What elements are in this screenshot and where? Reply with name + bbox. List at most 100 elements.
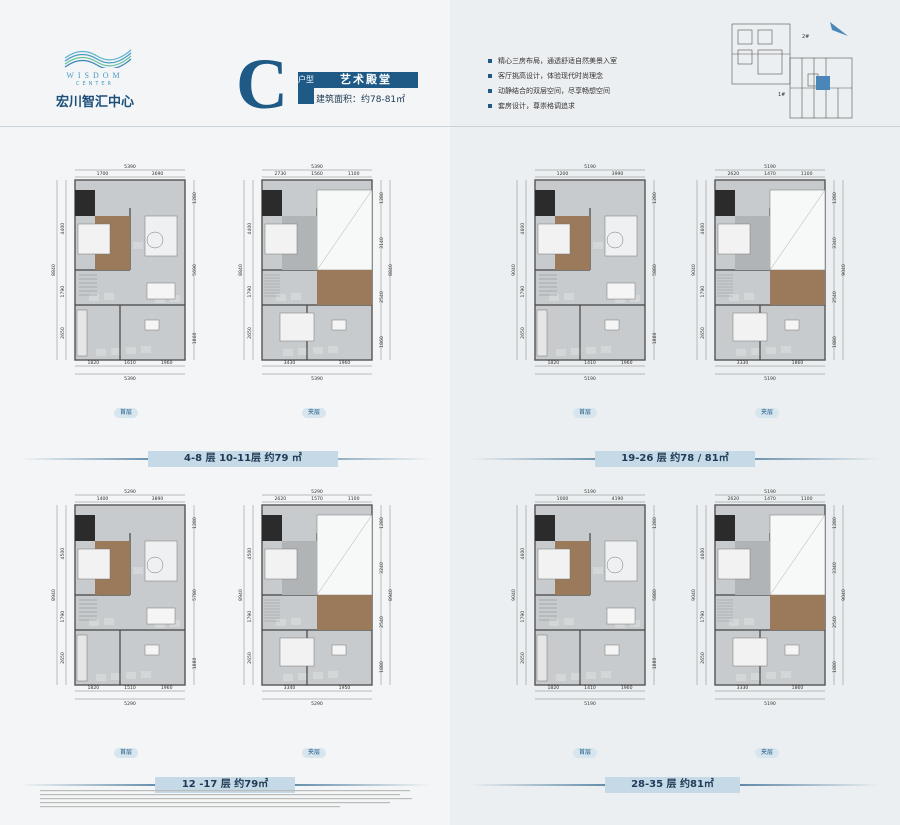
- brand-name-en: WISDOM: [66, 71, 124, 80]
- floor-range-banner: 12 -17 层 约79㎡: [20, 777, 430, 793]
- dim-top-segment: 2620: [274, 496, 286, 502]
- sofa: [604, 540, 638, 582]
- bed: [77, 223, 111, 255]
- dining-table: [606, 282, 636, 300]
- dim-top-segment: 3690: [152, 171, 164, 177]
- dim-bottom-segment: 3430: [284, 360, 296, 366]
- texture-patch: [736, 674, 746, 681]
- texture-patch: [291, 293, 301, 300]
- floor-label: 夹层: [294, 748, 334, 758]
- toilet: [331, 644, 347, 656]
- dim-left-segment: 2650: [700, 327, 706, 339]
- dining-table: [146, 282, 176, 300]
- sofa: [604, 215, 638, 257]
- dim-top-segment: 2620: [727, 496, 739, 502]
- dim-right-segment: 1280: [379, 192, 385, 204]
- texture-patch: [283, 674, 293, 681]
- void-diagonal: [316, 189, 373, 271]
- dim-left-total: 9040: [691, 264, 697, 276]
- texture-patch: [564, 618, 574, 625]
- dim-top-total: 5190: [764, 489, 776, 495]
- study-floor: [770, 270, 825, 305]
- dim-bottom-segment: 1960: [621, 360, 633, 366]
- dim-top-segment: 1000: [557, 496, 569, 502]
- dim-right-segment: 1880: [652, 332, 658, 344]
- dim-left-segment: 2650: [520, 327, 526, 339]
- dim-top-segment: 1700: [97, 171, 109, 177]
- feature-text: 套房设计，尊崇格调追求: [498, 102, 575, 110]
- texture-patch: [111, 348, 121, 355]
- dim-right-segment: 2540: [379, 616, 385, 628]
- structural-column: [75, 515, 95, 541]
- bullet-icon: [488, 104, 492, 108]
- dim-top-segment: 3890: [152, 496, 164, 502]
- dim-left-segment: 4400: [247, 223, 253, 235]
- toilet: [784, 644, 800, 656]
- dim-bottom-segment: 1960: [161, 360, 173, 366]
- texture-patch: [593, 567, 603, 574]
- dim-left-segment: 2650: [60, 652, 66, 664]
- coffee-table: [146, 231, 164, 249]
- dim-top-total: 5190: [764, 164, 776, 170]
- dim-left-total: 8840: [51, 264, 57, 276]
- texture-patch: [298, 673, 308, 680]
- texture-patch: [276, 294, 286, 301]
- dim-top-total: 5390: [311, 164, 323, 170]
- toilet: [604, 644, 620, 656]
- dim-right-segment: 1860: [192, 332, 198, 344]
- floor-label: 首层: [106, 748, 146, 758]
- wave-logo-icon: [64, 49, 132, 68]
- banner-text: 28-35 层 约81㎡: [605, 777, 740, 793]
- feature-list: 精心三房布局，通透舒适自然美景入室 客厅挑高设计，体验现代时尚理念 动静结合的双…: [488, 56, 617, 116]
- dim-right-segment: 3240: [379, 562, 385, 574]
- right-panel-background: [450, 0, 900, 825]
- texture-patch: [556, 349, 566, 356]
- texture-patch: [766, 347, 776, 354]
- texture-patch: [736, 349, 746, 356]
- dim-left-total: 9040: [691, 589, 697, 601]
- unit-type-letter: C: [236, 44, 288, 124]
- coffee-table: [606, 231, 624, 249]
- sofa: [144, 540, 178, 582]
- left-panel-background: [0, 0, 450, 825]
- dim-left-total: 8840: [238, 264, 244, 276]
- brand-name-cn: 宏川智汇中心: [55, 95, 134, 110]
- texture-patch: [781, 346, 791, 353]
- bed: [732, 637, 768, 667]
- dim-right-segment: 5880: [652, 589, 658, 601]
- dim-left-segment: 2650: [247, 652, 253, 664]
- bed: [264, 548, 298, 580]
- dim-bottom-segment: 1950: [339, 685, 351, 691]
- texture-patch: [615, 621, 625, 628]
- dim-right-segment: 3340: [832, 237, 838, 249]
- texture-patch: [96, 349, 106, 356]
- dim-left-total: 8940: [51, 589, 57, 601]
- dim-top-segment: 1560: [311, 171, 323, 177]
- dim-bottom-total: 5390: [124, 376, 136, 382]
- dim-bottom-segment: 3330: [737, 685, 749, 691]
- dim-left-segment: 4600: [700, 548, 706, 560]
- texture-patch: [781, 671, 791, 678]
- bed: [537, 548, 571, 580]
- texture-patch: [766, 672, 776, 679]
- dim-left-segment: 2650: [700, 652, 706, 664]
- dim-right-segment: 1880: [832, 336, 838, 348]
- texture-patch: [549, 294, 559, 301]
- texture-patch: [556, 674, 566, 681]
- texture-patch: [729, 294, 739, 301]
- dim-left-segment: 1790: [700, 286, 706, 298]
- dim-top-segment: 2730: [274, 171, 286, 177]
- dim-left-segment: 4500: [60, 548, 66, 560]
- dim-right-segment: 1880: [192, 657, 198, 669]
- texture-patch: [601, 671, 611, 678]
- dim-bottom-segment: 1510: [124, 685, 136, 691]
- texture-patch: [133, 242, 143, 249]
- structural-column: [535, 190, 555, 216]
- kitchen-counter: [536, 634, 548, 682]
- dim-right-segment: 1280: [192, 192, 198, 204]
